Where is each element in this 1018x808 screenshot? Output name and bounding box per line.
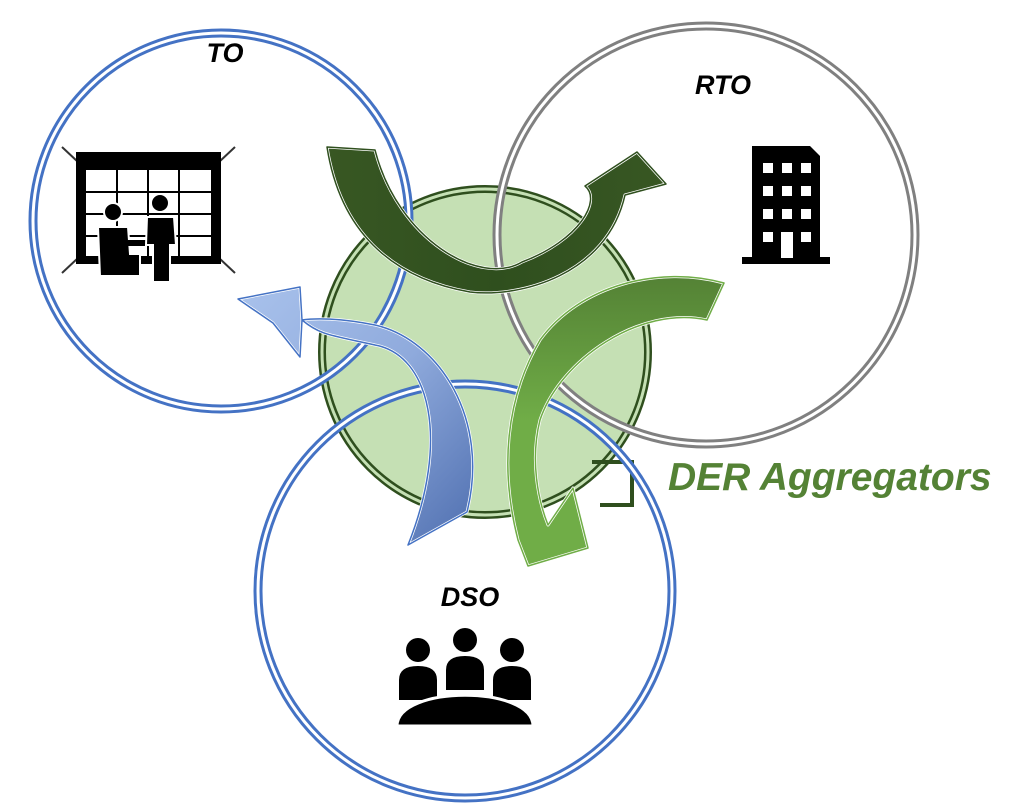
der-callout-pointer <box>592 460 634 507</box>
to-label: TO <box>206 38 244 68</box>
meeting-group-icon <box>395 628 535 728</box>
dso-circle <box>253 379 677 803</box>
dso-label: DSO <box>440 582 500 612</box>
rto-label: RTO <box>694 70 752 100</box>
der-aggregators-label: DER Aggregators <box>668 456 992 499</box>
rto-circle <box>492 21 920 449</box>
control-room-icon <box>61 146 236 283</box>
office-building-icon <box>742 146 830 264</box>
